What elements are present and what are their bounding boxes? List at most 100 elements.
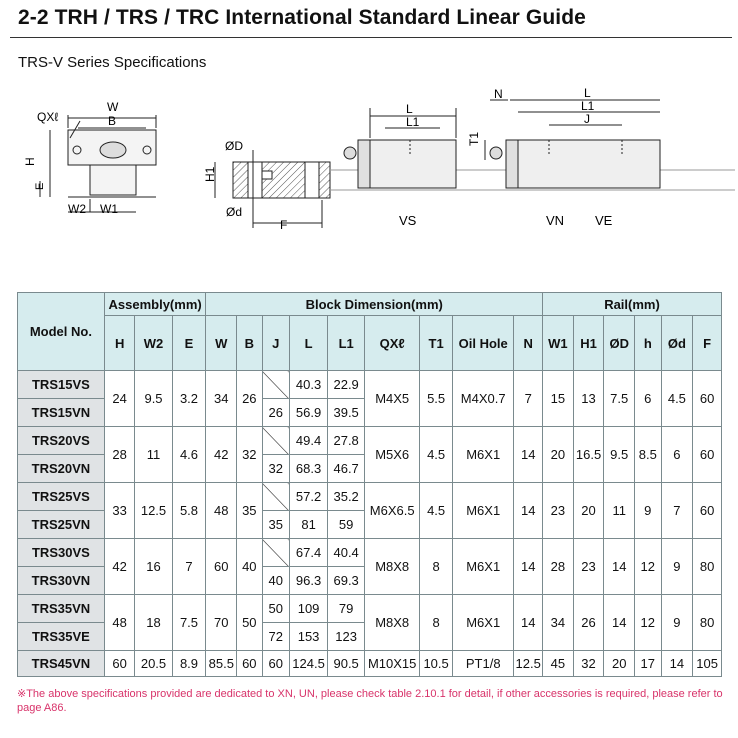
table-cell: 28 [103,426,136,483]
table-cell: 153 [289,622,329,651]
title-underline [10,37,732,38]
table-cell: 8 [419,538,454,595]
table-cell: 12.5 [513,650,543,677]
table-cell: 40 [236,538,263,595]
label-l-vn: L [584,86,591,100]
table-cell: 10.5 [419,650,454,677]
table-cell: 50 [261,594,291,623]
table-cell: 15 [542,370,574,427]
table-cell: 60 [103,650,136,677]
table-cell: 39.5 [327,398,366,427]
table-cell: M6X1 [452,426,515,483]
table-cell: 28 [542,538,574,595]
vs-side-view [343,108,486,189]
table-cell: 109 [289,594,329,623]
table-cell: 23 [542,482,574,539]
label-f: F [280,218,287,232]
label-h: H [23,157,37,166]
table-cell: 26 [236,370,263,427]
table-cell: 60 [692,426,722,483]
label-e: E [34,183,46,190]
label-t1: T1 [467,132,481,146]
model-cell: TRS45VN [17,650,105,677]
table-cell: 85.5 [205,650,238,677]
table-cell: 4.5 [660,370,694,427]
table-cell: 34 [205,370,238,427]
table-cell: 45 [542,650,574,677]
column-header: H [103,315,136,371]
table-cell: 6 [660,426,694,483]
table-cell: 32 [236,426,263,483]
table-cell: 57.2 [289,482,329,511]
table-cell: 81 [289,510,329,539]
column-header: W1 [542,315,574,371]
table-cell: M6X1 [452,482,515,539]
table-cell: 7 [660,482,694,539]
table-cell: 7.5 [171,594,207,651]
table-cell: 3.2 [171,370,207,427]
table-cell: M4X5 [364,370,421,427]
table-cell: 20 [603,650,636,677]
table-cell: M5X6 [364,426,421,483]
table-cell: 12 [634,538,662,595]
table-cell: 60 [692,370,722,427]
table-cell: 23 [572,538,605,595]
column-header: F [692,315,722,371]
table-cell: 20 [542,426,574,483]
table-cell: 14 [660,650,694,677]
table-cell: 79 [327,594,366,623]
header-model: Model No. [17,292,105,371]
column-header: Ød [660,315,694,371]
table-cell: 4.6 [171,426,207,483]
table-cell: 16.5 [572,426,605,483]
table-cell: M6X1 [452,594,515,651]
footnote: ※The above specifications provided are d… [17,688,723,714]
table-cell: 24 [103,370,136,427]
vn-ve-side-view [489,99,661,189]
label-od-upper: ØD [225,139,243,153]
table-cell: 123 [327,622,366,651]
table-cell: 9.5 [134,370,173,427]
table-cell: 20 [572,482,605,539]
table-cell: 35 [236,482,263,539]
table-cell: 14 [603,594,636,651]
table-cell: 4.5 [419,426,454,483]
column-header: h [634,315,662,371]
table-cell: 7 [513,370,543,427]
table-cell: 17 [634,650,662,677]
table-cell: 32 [261,454,291,483]
table-cell: 40 [261,566,291,595]
table-cell: 6 [634,370,662,427]
table-cell: 13 [572,370,605,427]
column-header: J [261,315,291,371]
table-cell: 50 [236,594,263,651]
table-cell: M6X6.5 [364,482,421,539]
table-cell: 69.3 [327,566,366,595]
label-l-vs: L [406,102,413,116]
table-cell: 12.5 [134,482,173,539]
table-cell: 14 [513,538,543,595]
column-header: B [236,315,263,371]
table-cell: 18 [134,594,173,651]
model-cell: TRS15VS [17,370,105,399]
table-cell: 26 [572,594,605,651]
column-header: H1 [572,315,605,371]
table-cell: 16 [134,538,173,595]
label-vs: VS [399,213,417,228]
column-header: W2 [134,315,173,371]
empty-j-cell [261,482,291,511]
label-b: B [108,114,116,128]
table-cell: 56.9 [289,398,329,427]
model-cell: TRS15VN [17,398,105,427]
table-cell: 7.5 [603,370,636,427]
column-header: W [205,315,238,371]
table-cell: 60 [261,650,291,677]
table-cell: 42 [103,538,136,595]
table-cell: 9 [660,594,694,651]
table-cell: 42 [205,426,238,483]
table-cell: 60 [692,482,722,539]
